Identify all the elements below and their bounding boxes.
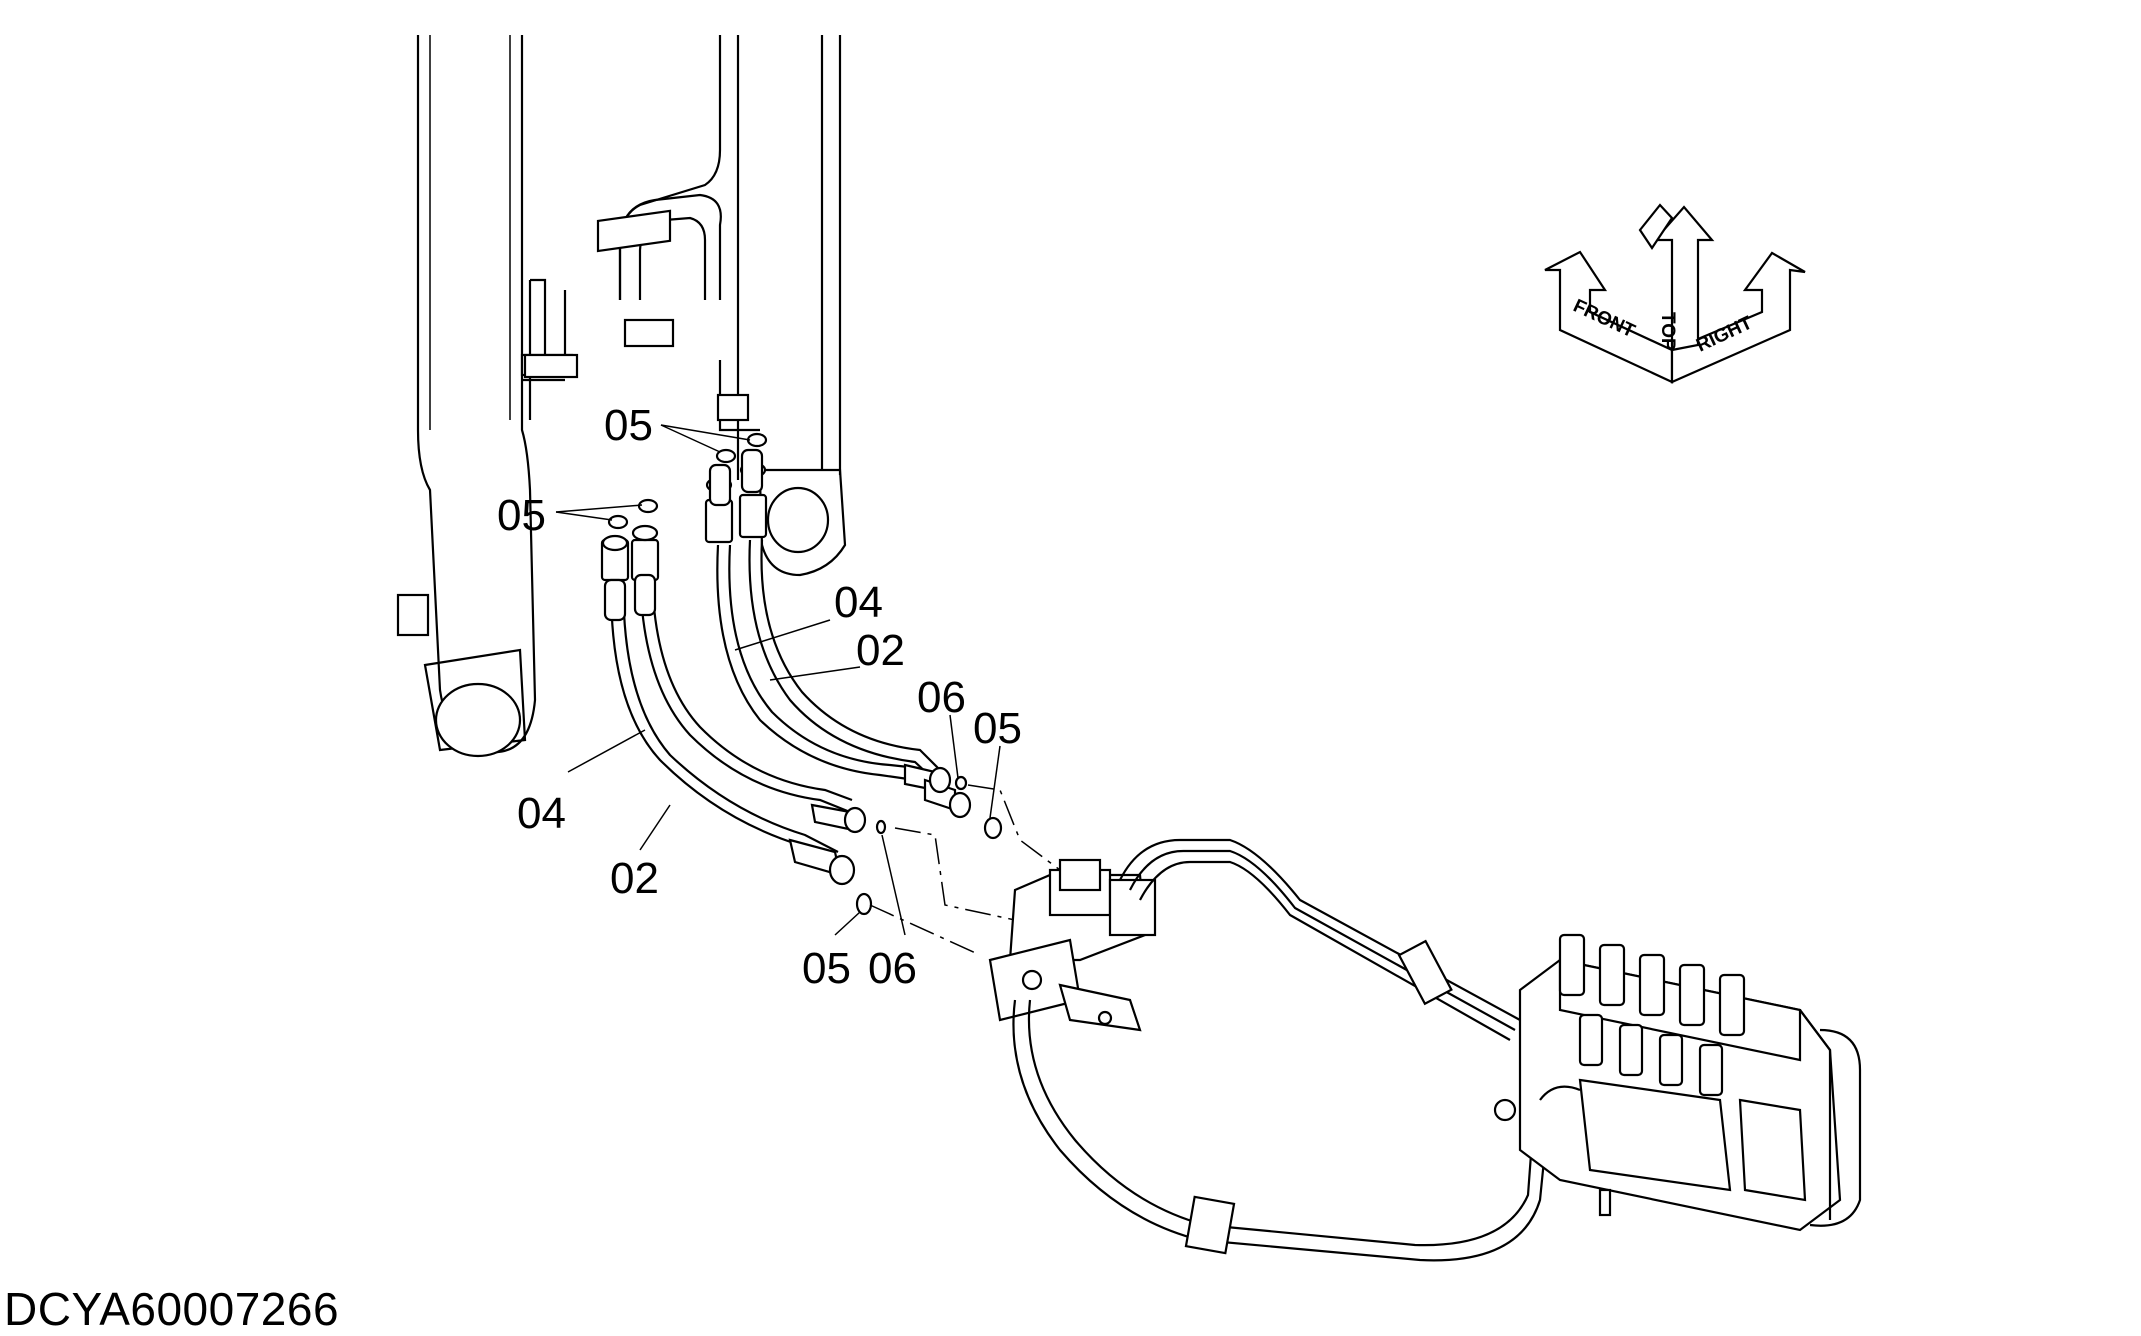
label-05-d: 05 [802,944,851,993]
orientation-indicator: TOP FRONT RIGHT [1544,203,1806,384]
left-cylinder [396,35,574,758]
drawing-code: DCYA60007266 [4,1283,340,1335]
leader-lines [555,424,1001,936]
pipe-loop [1012,838,1552,1262]
manifold [988,858,1157,1032]
label-02-b: 02 [610,854,659,903]
left-hose-pair [600,524,867,886]
label-06-a: 06 [917,673,966,722]
label-05-a: 05 [604,401,653,450]
o-rings [607,432,1003,916]
boom-pipes [523,193,722,379]
label-02-a: 02 [856,626,905,675]
label-05-c: 05 [973,704,1022,753]
orientation-top: TOP [1657,312,1678,351]
label-05-b: 05 [497,491,546,540]
label-04-b: 04 [517,789,566,838]
callouts: 05 05 04 02 06 05 04 02 05 06 [497,401,1022,993]
assembly-lines [869,784,1061,956]
label-06-b: 06 [868,944,917,993]
right-hose-pair [704,448,972,819]
label-04-a: 04 [834,578,883,627]
right-cylinder [618,35,847,577]
control-valve [1493,933,1862,1232]
